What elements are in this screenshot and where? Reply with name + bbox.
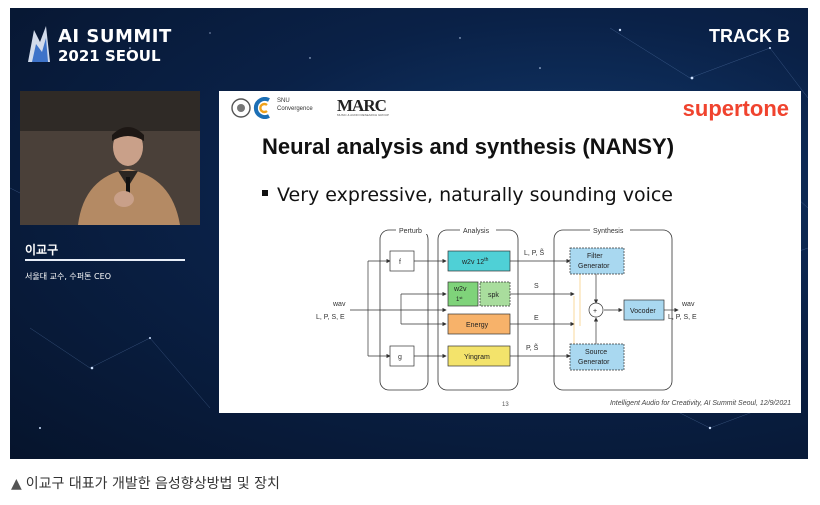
- vocoder-label: Vocoder: [630, 308, 656, 315]
- yingram-label: Yingram: [464, 354, 490, 361]
- speaker-image: [20, 91, 200, 225]
- perturb-f: f: [399, 259, 401, 266]
- vocoder-box: [623, 299, 665, 321]
- perturb-label: Perturb: [399, 228, 422, 235]
- sum-node: [588, 302, 604, 318]
- marc-logo: MARC: [337, 96, 387, 115]
- w2v1-box: [447, 281, 479, 307]
- video-frame: AI SUMMIT 2021 SEOUL TRACK B 이교구 서울대 교수,…: [10, 8, 808, 459]
- analysis-label: Analysis: [463, 228, 490, 235]
- speaker-title: 서울대 교수, 수퍼톤 CEO: [25, 272, 111, 281]
- filter-label-1: Filter: [587, 253, 603, 260]
- spk-label: spk: [488, 292, 499, 299]
- synthesis-label: Synthesis: [593, 228, 624, 235]
- energy-box: [447, 313, 511, 335]
- nansy-architecture-diagram: Perturb Analysis Synthesis wav L, P, S, …: [316, 226, 697, 391]
- summit-emblem-icon: [28, 26, 50, 62]
- input-wav-label: wav: [332, 301, 346, 308]
- name-divider: [25, 259, 185, 261]
- slide-footer: Intelligent Audio for Creativity, AI Sum…: [609, 400, 791, 407]
- w2v12-box: [447, 250, 511, 272]
- event-title: AI SUMMIT: [58, 26, 172, 47]
- w2v1-label: w2v: [453, 286, 467, 293]
- snu-convergence-logo: SNU Convergence: [277, 98, 313, 112]
- filter-generator-box: [569, 247, 625, 275]
- image-caption: ▲이교구 대표가 개발한 음성향상방법 및 장치: [11, 473, 280, 493]
- energy-label: Energy: [466, 322, 489, 329]
- perturb-g: g: [398, 354, 402, 361]
- speaker-name: 이교구: [25, 243, 59, 257]
- yingram-box: [447, 345, 511, 367]
- output-wav-label: wav: [681, 301, 695, 308]
- triangle-up-icon: ▲: [11, 476, 22, 492]
- presentation-slide: SNU Convergence MARC MUSIC & AUDIO RESEA…: [219, 91, 801, 413]
- perturb-g-box: [389, 345, 415, 367]
- caption-text: 이교구 대표가 개발한 음성향상방법 및 장치: [25, 476, 280, 492]
- signal-ps: P, S̃: [526, 344, 539, 352]
- sum-plus: +: [593, 308, 597, 315]
- speaker-camera: [20, 91, 200, 225]
- spk-box: [479, 281, 511, 307]
- signal-e: E: [534, 315, 539, 322]
- slide-bullet: Very expressive, naturally sounding voic…: [262, 184, 673, 206]
- slide-title: Neural analysis and synthesis (NANSY): [262, 134, 675, 159]
- source-label-1: Source: [585, 349, 607, 356]
- bullet-text: Very expressive, naturally sounding voic…: [277, 184, 673, 206]
- signal-lps: L, P, S̃: [524, 249, 544, 257]
- slide-page-number: 13: [502, 402, 509, 408]
- snu-logos: [231, 97, 270, 119]
- event-year-city: 2021 SEOUL: [58, 47, 161, 65]
- output-features-label: L, P, S, E: [668, 314, 697, 321]
- source-generator-box: [569, 343, 625, 371]
- input-features-label: L, P, S, E: [316, 314, 345, 321]
- supertone-logo: supertone: [682, 96, 789, 121]
- track-label: TRACK B: [709, 26, 790, 46]
- perturb-f-box: [389, 250, 415, 272]
- filter-label-2: Generator: [578, 263, 610, 270]
- w2v1-sub: 1st: [456, 295, 463, 303]
- source-label-2: Generator: [578, 359, 610, 366]
- w2v12-label: w2v 12th: [461, 257, 489, 266]
- bullet-square-icon: [262, 189, 268, 196]
- marc-logo-subtitle: MUSIC & AUDIO RESEARCH GROUP: [337, 113, 390, 117]
- signal-s: S: [534, 283, 539, 290]
